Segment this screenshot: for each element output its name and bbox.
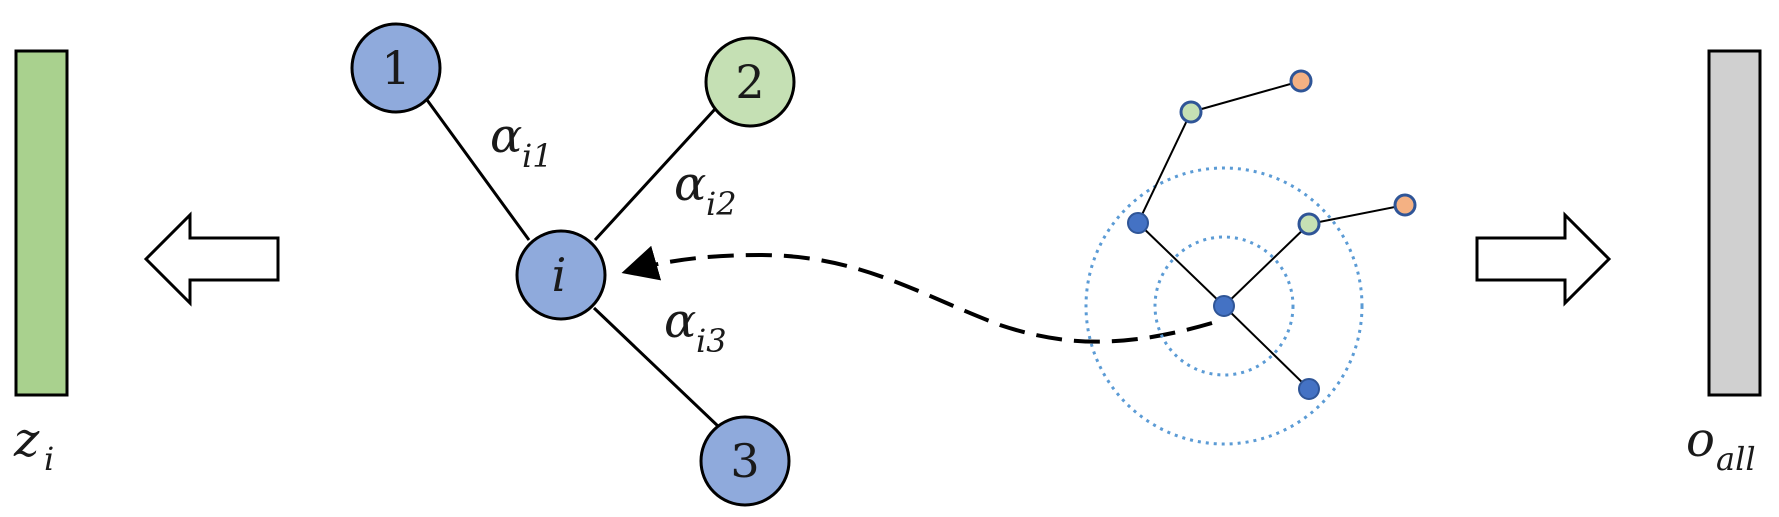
o-all-label-main: o bbox=[1686, 412, 1715, 468]
edge-i-1 bbox=[420, 92, 531, 241]
o-all-vector-bar bbox=[1707, 49, 1762, 397]
mini-edge-center-upleft bbox=[1137, 222, 1225, 307]
node-3-label: 3 bbox=[730, 434, 759, 488]
node-2: 2 bbox=[704, 36, 796, 128]
mini-node-center bbox=[1213, 295, 1235, 317]
left-hollow-arrow bbox=[143, 211, 280, 307]
aggregation-dashed-arrow bbox=[621, 245, 1213, 344]
edge-weight-i2-sub: i2 bbox=[706, 185, 737, 223]
mini-node-topright bbox=[1289, 69, 1313, 93]
node-3: 3 bbox=[699, 415, 791, 507]
mini-edge-center-downright bbox=[1223, 305, 1310, 390]
edge-weight-i1: α i1 bbox=[490, 108, 553, 175]
edge-weight-i1-sub: i1 bbox=[522, 137, 553, 175]
edge-i-2 bbox=[593, 106, 718, 242]
z-i-label-main: z bbox=[13, 412, 40, 468]
right-hollow-arrow bbox=[1475, 211, 1612, 307]
edge-weight-i1-main: α bbox=[490, 108, 522, 164]
edge-weight-i3: α i3 bbox=[664, 293, 727, 360]
node-i: i bbox=[515, 229, 607, 321]
mini-node-downright bbox=[1298, 378, 1320, 400]
edge-weight-i3-main: α bbox=[664, 293, 696, 349]
mini-node-upleft bbox=[1127, 212, 1149, 234]
edge-weight-i2-main: α bbox=[674, 156, 706, 212]
mini-node-upright bbox=[1297, 212, 1321, 236]
mini-edge-top-topright bbox=[1190, 80, 1302, 113]
node-i-label: i bbox=[552, 248, 567, 302]
mini-node-right bbox=[1393, 193, 1417, 217]
edge-i-3 bbox=[592, 306, 722, 430]
z-i-vector-bar bbox=[14, 49, 69, 397]
o-all-label: o all bbox=[1686, 412, 1756, 478]
edge-weight-i2: α i2 bbox=[674, 156, 737, 223]
outer-hop-ring bbox=[1084, 166, 1364, 446]
z-i-label-sub: i bbox=[44, 440, 54, 478]
z-i-label: z i bbox=[13, 412, 54, 478]
o-all-label-sub: all bbox=[1716, 440, 1756, 478]
mini-edge-center-upright bbox=[1223, 223, 1310, 307]
node-1: 1 bbox=[350, 22, 442, 114]
mini-node-top bbox=[1179, 100, 1203, 124]
node-1-label: 1 bbox=[381, 41, 410, 95]
node-2-label: 2 bbox=[735, 55, 764, 109]
edge-weight-i3-sub: i3 bbox=[696, 322, 727, 360]
mini-edge-upright-right bbox=[1308, 204, 1406, 225]
mini-edge-upleft-top bbox=[1137, 111, 1192, 224]
inner-hop-ring bbox=[1153, 235, 1295, 377]
